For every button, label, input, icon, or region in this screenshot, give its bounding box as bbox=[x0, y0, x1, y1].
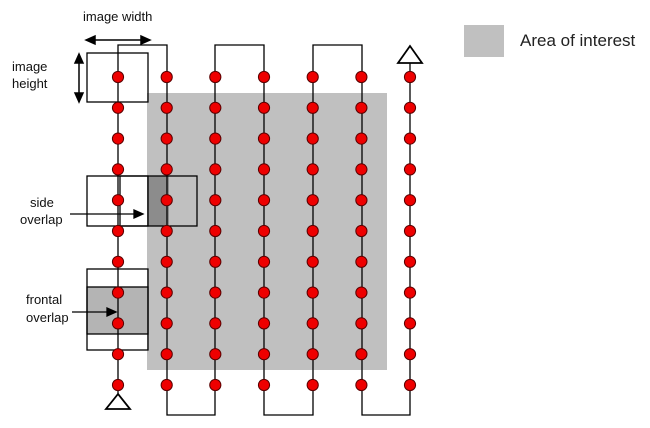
capture-point bbox=[257, 286, 271, 299]
capture-point bbox=[355, 348, 368, 361]
capture-point bbox=[209, 70, 222, 84]
triangle-end-marker bbox=[396, 44, 424, 64]
capture-point bbox=[209, 255, 222, 268]
capture-point bbox=[160, 348, 173, 361]
capture-point bbox=[111, 317, 125, 330]
capture-point bbox=[209, 348, 222, 361]
capture-point bbox=[209, 163, 222, 176]
capture-point bbox=[403, 194, 417, 207]
capture-point bbox=[355, 194, 368, 207]
capture-point bbox=[306, 224, 319, 238]
capture-point bbox=[403, 163, 417, 176]
capture-point bbox=[209, 194, 222, 207]
capture-point bbox=[257, 224, 271, 238]
capture-point bbox=[111, 255, 125, 268]
image-width-label: image width bbox=[83, 9, 153, 24]
capture-point bbox=[306, 101, 319, 114]
side-overlap-label-line2: overlap bbox=[20, 212, 63, 227]
frontal-overlap-label-line2: overlap bbox=[26, 310, 69, 325]
image-height-label-line1: image bbox=[12, 59, 48, 74]
capture-point bbox=[355, 286, 368, 299]
capture-point bbox=[306, 132, 319, 145]
side-overlap-label-line1: side bbox=[30, 195, 54, 210]
capture-point bbox=[257, 255, 271, 268]
image-width-arrow bbox=[84, 34, 152, 46]
image-height-arrow bbox=[73, 52, 85, 104]
capture-point bbox=[355, 101, 368, 114]
capture-point bbox=[257, 317, 271, 330]
capture-point bbox=[403, 348, 417, 361]
capture-point bbox=[355, 255, 368, 268]
capture-point bbox=[209, 132, 222, 145]
capture-point bbox=[306, 348, 319, 361]
capture-point bbox=[355, 224, 368, 238]
capture-point bbox=[111, 101, 125, 114]
capture-point bbox=[355, 317, 368, 330]
capture-point bbox=[111, 194, 125, 207]
capture-point bbox=[111, 163, 125, 176]
capture-point bbox=[209, 378, 222, 392]
capture-point bbox=[111, 70, 125, 84]
capture-point bbox=[306, 70, 319, 84]
capture-point bbox=[306, 317, 319, 330]
capture-point bbox=[257, 132, 271, 145]
frontal-overlap-pointer bbox=[72, 306, 118, 318]
capture-points bbox=[111, 70, 417, 392]
legend-swatch bbox=[464, 25, 504, 57]
side-overlap-pointer bbox=[70, 208, 145, 220]
capture-point bbox=[355, 132, 368, 145]
side-overlap-region bbox=[147, 176, 169, 226]
capture-point bbox=[111, 286, 125, 299]
capture-point bbox=[403, 70, 417, 84]
capture-point bbox=[257, 348, 271, 361]
capture-point bbox=[306, 163, 319, 176]
capture-point bbox=[403, 224, 417, 238]
capture-point bbox=[306, 255, 319, 268]
capture-point bbox=[160, 378, 173, 392]
capture-point bbox=[355, 163, 368, 176]
capture-point bbox=[160, 317, 173, 330]
capture-point bbox=[403, 255, 417, 268]
capture-point bbox=[257, 378, 271, 392]
capture-point bbox=[306, 194, 319, 207]
capture-point bbox=[403, 317, 417, 330]
capture-point bbox=[306, 286, 319, 299]
capture-point bbox=[355, 70, 368, 84]
frontal-overlap-label-line1: frontal bbox=[26, 292, 63, 307]
capture-point bbox=[403, 286, 417, 299]
capture-point bbox=[355, 378, 368, 392]
legend-label: Area of interest bbox=[520, 31, 636, 50]
capture-point bbox=[403, 378, 417, 392]
capture-point bbox=[160, 255, 173, 268]
capture-point bbox=[160, 286, 173, 299]
capture-point bbox=[111, 348, 125, 361]
capture-point bbox=[209, 286, 222, 299]
capture-point bbox=[160, 132, 173, 145]
capture-point bbox=[209, 317, 222, 330]
capture-point bbox=[160, 224, 173, 238]
capture-point bbox=[257, 101, 271, 114]
capture-point bbox=[160, 101, 173, 114]
capture-point bbox=[111, 224, 125, 238]
capture-point bbox=[306, 378, 319, 392]
capture-point bbox=[403, 101, 417, 114]
capture-point bbox=[160, 70, 173, 84]
capture-point bbox=[160, 163, 173, 176]
capture-point bbox=[257, 70, 271, 84]
capture-point bbox=[403, 132, 417, 145]
capture-point bbox=[160, 194, 173, 207]
image-height-label-line2: height bbox=[12, 76, 48, 91]
capture-point bbox=[209, 224, 222, 238]
capture-point bbox=[111, 378, 125, 392]
capture-point bbox=[111, 132, 125, 145]
triangle-start-marker bbox=[104, 392, 132, 410]
capture-point bbox=[257, 163, 271, 176]
capture-point bbox=[257, 194, 271, 207]
capture-point bbox=[209, 101, 222, 114]
